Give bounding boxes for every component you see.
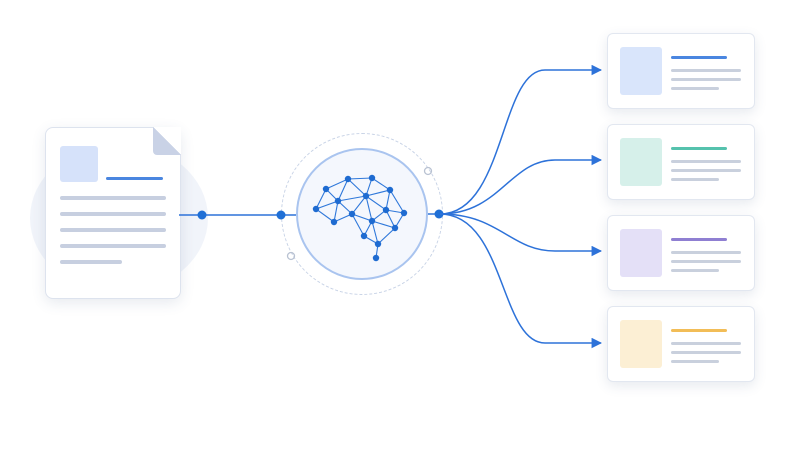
- document-text-line: [60, 244, 166, 248]
- card-text-line: [671, 342, 741, 345]
- card-text-line: [671, 160, 741, 163]
- card-accent-line: [671, 238, 727, 241]
- output-card-4: [607, 306, 755, 382]
- output-branch-4: [439, 213, 603, 349]
- card-thumbnail: [620, 229, 662, 277]
- document-text-line: [60, 212, 166, 216]
- card-text-line: [671, 69, 741, 72]
- document-fold-corner: [153, 127, 181, 155]
- document-text-line: [60, 196, 166, 200]
- source-document: [45, 127, 181, 299]
- output-card-1: [607, 33, 755, 109]
- card-text-line: [671, 360, 719, 363]
- card-text-line: [671, 260, 741, 263]
- card-text-line: [671, 269, 719, 272]
- output-card-2: [607, 124, 755, 200]
- card-text-line: [671, 251, 741, 254]
- connector-node: [197, 210, 207, 220]
- document-accent-line: [106, 177, 163, 180]
- card-text-line: [671, 351, 741, 354]
- output-branch-3: [439, 213, 603, 257]
- card-accent-line: [671, 147, 727, 150]
- document-text-line: [60, 228, 166, 232]
- document-thumbnail: [60, 146, 98, 182]
- neural-network-brain-icon: [312, 174, 408, 262]
- card-thumbnail: [620, 47, 662, 95]
- card-accent-line: [671, 56, 727, 59]
- card-thumbnail: [620, 138, 662, 186]
- document-text-line: [60, 260, 122, 264]
- output-branch-1: [439, 64, 603, 215]
- card-text-line: [671, 178, 719, 181]
- orbit-dot: [423, 166, 433, 176]
- card-text-line: [671, 87, 719, 90]
- connector-node: [434, 209, 444, 219]
- output-branch-2: [439, 154, 603, 215]
- connector-node: [276, 210, 286, 220]
- orbit-dot: [286, 251, 296, 261]
- output-card-3: [607, 215, 755, 291]
- card-text-line: [671, 78, 741, 81]
- card-text-line: [671, 169, 741, 172]
- card-accent-line: [671, 329, 727, 332]
- card-thumbnail: [620, 320, 662, 368]
